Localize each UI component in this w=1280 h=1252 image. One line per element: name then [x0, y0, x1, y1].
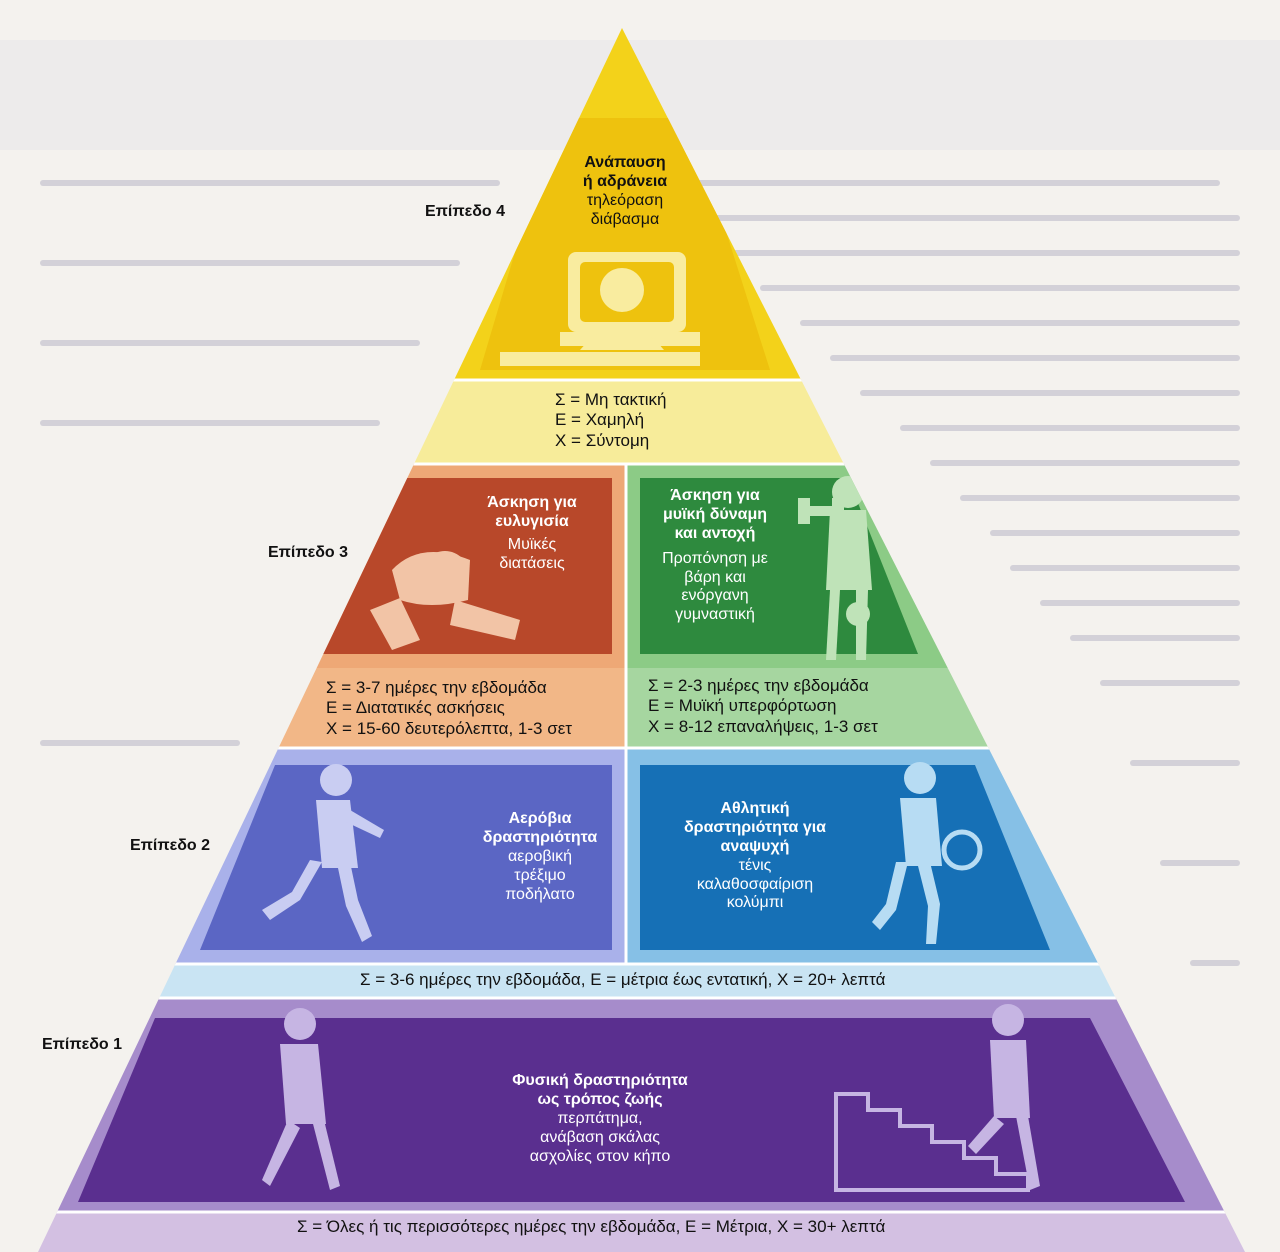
tier3-left-sub-line1: Μυϊκές [507, 535, 557, 553]
tier3-right-title-line2: μυϊκή δύναμη [663, 505, 767, 523]
tier3-right-band-line3: Χ = 8-12 επαναλήψεις, 1-3 σετ [648, 716, 878, 736]
tier2-right-sub-line2: καλαθοσφαίριση [696, 875, 814, 893]
tier1-band-text: Σ = Όλες ή τις περισσότερες ημέρες την ε… [297, 1217, 886, 1236]
tier1-sub-line2: ανάβαση σκάλας [540, 1128, 660, 1146]
tier1-image-panel [78, 1018, 1185, 1202]
tier3-right-sub-line3: ενόργανη [681, 587, 749, 605]
level-4-label: Επίπεδο 4 [425, 203, 506, 220]
level-1-label: Επίπεδο 1 [42, 1036, 123, 1053]
tier3-right-sub-line2: βάρη και [684, 568, 746, 586]
tier2-left-title-line2: δραστηριότητα [482, 828, 598, 846]
level-2-label: Επίπεδο 2 [130, 837, 211, 854]
walker-silhouette-icon [262, 1008, 340, 1190]
tier1-title-line2: ως τρόπος ζωής [537, 1090, 663, 1108]
tier4-title: Ανάπαυση ή αδράνεια τηλεόραση διάβασμα [510, 154, 740, 230]
tier2-band-text: Σ = 3-6 ημέρες την εβδομάδα, Ε = μέτρια … [360, 970, 886, 989]
tier3-left-band-line3: Χ = 15-60 δευτερόλεπτα, 1-3 σετ [326, 718, 572, 738]
tier4-band-text: Σ = Μη τακτική Ε = Χαμηλή Χ = Σύντομη [555, 390, 666, 451]
tier3-right-sub-line1: Προπόνηση με [662, 549, 768, 567]
level-3-label: Επίπεδο 3 [268, 544, 349, 561]
tier2-band [38, 964, 1245, 998]
tier4-band-line2: Ε = Χαμηλή [555, 410, 645, 430]
tier2-right-title-line2: δραστηριότητα για [683, 818, 827, 836]
stair-climber-silhouette-icon [834, 1004, 1040, 1192]
tier1-title-line1: Φυσική δραστηριότητα [512, 1072, 688, 1089]
tier2-left-title-line1: Αερόβια [508, 810, 572, 827]
tier3-right-sub-line4: γυμναστική [675, 606, 755, 624]
tier4-sub-line2: διάβασμα [590, 210, 660, 228]
tier4-title-line1: Ανάπαυση [584, 154, 666, 171]
tier2-right-sub-line3: κολύμπι [726, 894, 784, 912]
tier3-left-sub-line2: διατάσεις [499, 554, 565, 572]
tier4-image-panel [480, 118, 770, 370]
tier3-left-title-line2: ευλυγισία [495, 512, 569, 530]
tier3-right-band-line2: Ε = Μυϊκή υπερφόρτωση [648, 696, 837, 716]
tv-viewer-silhouette-icon [500, 252, 700, 366]
tier3-right-title-line1: Άσκηση για [670, 487, 760, 504]
tier4-band-line1: Σ = Μη τακτική [555, 390, 667, 409]
tier3-left-band-text: Σ = 3-7 ημέρες την εβδομάδα Ε = Διατατικ… [326, 678, 572, 739]
tier2-right-image-panel [640, 765, 1050, 950]
stretching-person-silhouette-icon [370, 551, 520, 650]
tier2-left-title: Αερόβια δραστηριότητα αεροβική τρέξιμο π… [460, 810, 620, 904]
tier1-sub-line1: περπάτημα, [557, 1109, 643, 1127]
tier2-right-title-line1: Αθλητική [720, 800, 790, 817]
tier4-title-line2: ή αδράνεια [582, 172, 668, 190]
tier2-left-sub-line2: τρέξιμο [514, 866, 566, 884]
runner-silhouette-icon [262, 764, 384, 942]
tier2-left-sub-line1: αεροβική [507, 847, 573, 865]
tier2-right-title-line3: αναψυχή [720, 837, 790, 855]
tier3-left-band-line1: Σ = 3-7 ημέρες την εβδομάδα [326, 678, 547, 697]
tier2-left-sub-line3: ποδήλατο [505, 885, 575, 903]
tier3-right-band-text: Σ = 2-3 ημέρες την εβδομάδα Ε = Μυϊκή υπ… [648, 676, 878, 737]
tier3-right-title-line3: και αντοχή [674, 524, 756, 542]
tier4-band-line3: Χ = Σύντομη [555, 430, 650, 450]
tier3-left-title: Άσκηση για ευλυγισία Μυϊκές διατάσεις [452, 494, 612, 574]
tier3-left-title-line1: Άσκηση για [487, 494, 577, 511]
tier3-right-title: Άσκηση για μυϊκή δύναμη και αντοχή Προπό… [640, 487, 790, 625]
tier2-right-title: Αθλητική δραστηριότητα για αναψυχή τένις… [655, 800, 855, 913]
tier1-title: Φυσική δραστηριότητα ως τρόπος ζωής περπ… [470, 1072, 730, 1166]
tier3-left-band-line2: Ε = Διατατικές ασκήσεις [326, 698, 505, 718]
tier2-left-image-panel [200, 765, 612, 950]
tier3-right-band-line1: Σ = 2-3 ημέρες την εβδομάδα [648, 676, 869, 695]
tier1-band [38, 1212, 1245, 1252]
tennis-player-silhouette-icon [872, 762, 983, 944]
tier2-right-sub-line1: τένις [738, 856, 772, 874]
tier1-sub-line3: ασχολίες στον κήπο [529, 1147, 671, 1165]
tier4-sub-line1: τηλεόραση [586, 191, 664, 209]
